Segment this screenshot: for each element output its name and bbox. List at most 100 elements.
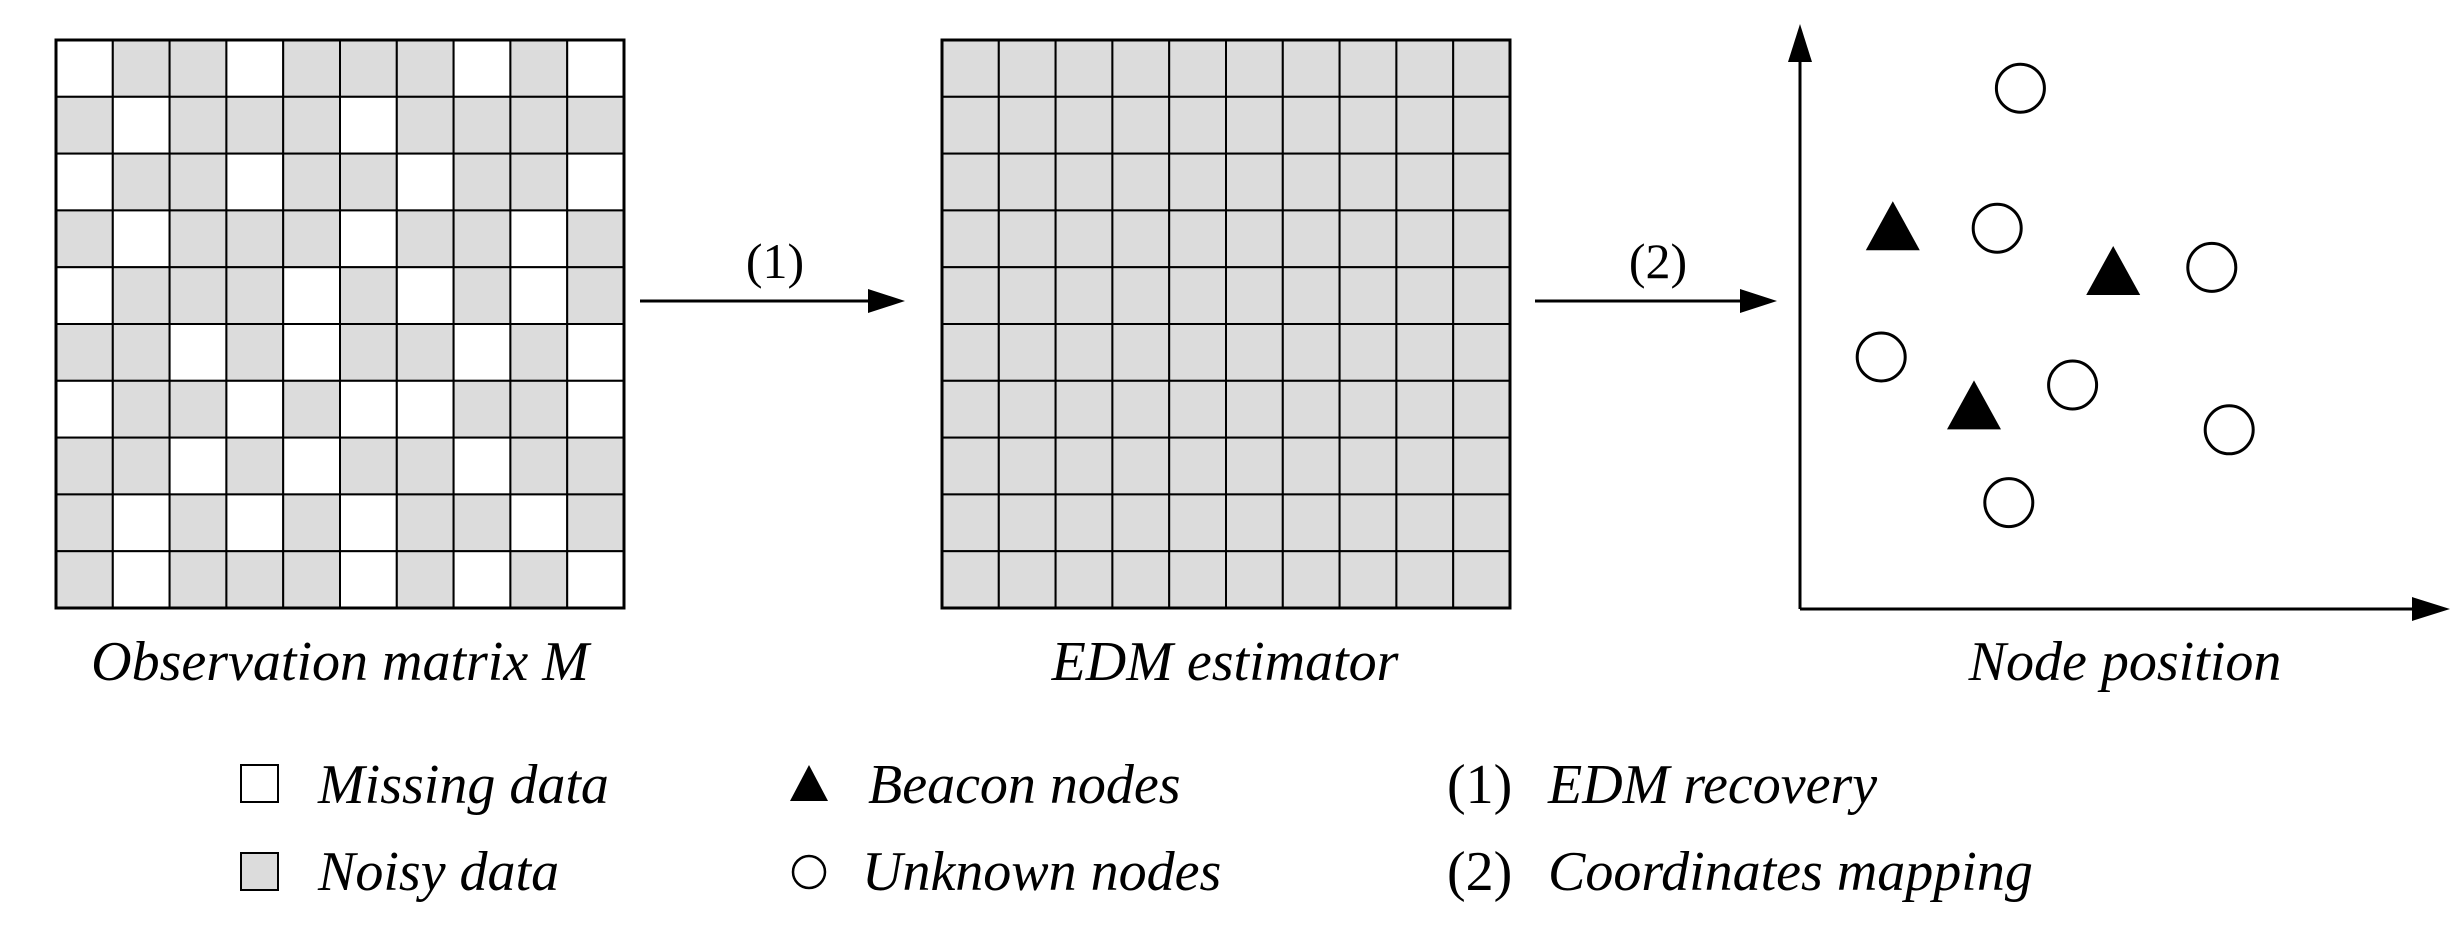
unknown-node (1983, 477, 2035, 529)
edm-noisy-cell (1452, 323, 1511, 382)
edm-noisy-cell (1111, 39, 1171, 98)
node-markers (1855, 62, 2255, 529)
edm-noisy-cell (1168, 493, 1227, 553)
edm-noisy-cell (1225, 152, 1284, 212)
edm-border (940, 38, 1512, 610)
edm-noisy-cell (1111, 379, 1171, 439)
observation-noisy-cell (111, 323, 171, 382)
observation-noisy-cell (395, 39, 455, 98)
observation-missing-cell (339, 95, 398, 155)
legend-beacon-icon (790, 765, 828, 801)
edm-noisy-cell (1452, 436, 1511, 496)
edm-noisy-cell (1168, 266, 1227, 326)
observation-noisy-cell (111, 436, 171, 496)
observation-missing-cell (168, 323, 228, 382)
edm-noisy-cell (1281, 39, 1341, 98)
observation-noisy-cell (55, 550, 114, 610)
observation-noisy-cell (509, 323, 569, 382)
observation-noisy-cell (452, 379, 512, 439)
edm-noisy-cell (1111, 95, 1171, 155)
edm-noisy-cell (1395, 266, 1455, 326)
legend-missing-label: Missing data (317, 754, 609, 816)
observation-noisy-cell (55, 436, 114, 496)
edm-noisy-cell (1225, 493, 1284, 553)
edm-noisy-cell (1111, 152, 1171, 212)
edm-noisy-cell (1452, 209, 1511, 269)
observation-noisy-cell (225, 436, 285, 496)
arrow-step-1 (640, 289, 905, 313)
edm-noisy-cell (1168, 436, 1227, 496)
observation-noisy-cell (339, 152, 398, 212)
observation-noisy-cell (168, 266, 228, 326)
edm-noisy-cell (997, 550, 1057, 610)
observation-noisy-cell (566, 266, 626, 326)
edm-noisy-cell (1395, 323, 1455, 382)
observation-noisy-cell (225, 550, 285, 610)
observation-noisy-cell (339, 436, 398, 496)
observation-missing-cell (395, 379, 455, 439)
observation-missing-cell (111, 550, 171, 610)
observation-noisy-cell (509, 39, 569, 98)
unknown-node (1994, 62, 2046, 114)
observation-missing-cell (55, 266, 114, 326)
legend-unknown-label: Unknown nodes (862, 841, 1221, 903)
edm-noisy-cell (1168, 95, 1227, 155)
edm-noisy-cell (1111, 550, 1171, 610)
legend-beacon-label: Beacon nodes (868, 754, 1181, 816)
edm-noisy-cell (997, 323, 1057, 382)
observation-noisy-cell (111, 152, 171, 212)
edm-noisy-cell (1111, 436, 1171, 496)
edm-noisy-cell (941, 493, 1000, 553)
edm-noisy-cell (1054, 95, 1114, 155)
edm-noisy-cell (1338, 379, 1398, 439)
observation-noisy-cell (225, 95, 285, 155)
observation-noisy-cell (566, 436, 626, 496)
observation-noisy-cell (452, 152, 512, 212)
observation-missing-cell (111, 209, 171, 269)
observation-missing-cell (566, 323, 626, 382)
legend-missing-swatch (240, 764, 279, 803)
observation-missing-cell (225, 493, 285, 553)
edm-noisy-cell (1452, 379, 1511, 439)
legend: Missing data Noisy data Beacon nodes Unk… (240, 754, 2033, 903)
observation-noisy-cell (168, 152, 228, 212)
observation-missing-cell (566, 152, 626, 212)
observation-noisy-cell (566, 95, 626, 155)
observation-missing-cell (452, 436, 512, 496)
edm-noisy-cell (997, 493, 1057, 553)
edm-noisy-cell (1168, 209, 1227, 269)
edm-noisy-cell (1338, 266, 1398, 326)
edm-noisy-cell (1452, 95, 1511, 155)
observation-noisy-cell (168, 493, 228, 553)
legend-noisy-swatch (240, 852, 279, 891)
unknown-node (2047, 359, 2099, 411)
beacon-node (1947, 380, 2001, 430)
observation-noisy-cell (111, 266, 171, 326)
legend-step1-number: (1) (1447, 754, 1512, 816)
observation-noisy-cell (111, 379, 171, 439)
observation-missing-cell (509, 266, 569, 326)
observation-noisy-cell (282, 493, 342, 553)
edm-noisy-cell (1338, 39, 1398, 98)
edm-noisy-cell (997, 379, 1057, 439)
edm-noisy-cell (941, 436, 1000, 496)
observation-noisy-cell (168, 379, 228, 439)
edm-noisy-cell (997, 39, 1057, 98)
arrow-step-2-label: (2) (1629, 233, 1687, 289)
edm-noisy-cell (1338, 323, 1398, 382)
edm-noisy-cell (1338, 493, 1398, 553)
legend-unknown-icon (791, 854, 827, 890)
edm-noisy-cell (1225, 436, 1284, 496)
observation-noisy-cell (339, 39, 398, 98)
edm-noisy-cell (1054, 379, 1114, 439)
edm-noisy-cell (1338, 152, 1398, 212)
observation-caption: Observation matrix M (91, 631, 592, 693)
observation-noisy-cell (225, 266, 285, 326)
observation-noisy-cell (282, 379, 342, 439)
observation-noisy-cell (282, 95, 342, 155)
unknown-node (2203, 404, 2255, 456)
observation-missing-cell (339, 550, 398, 610)
observation-noisy-cell (168, 95, 228, 155)
edm-noisy-cell (941, 550, 1000, 610)
